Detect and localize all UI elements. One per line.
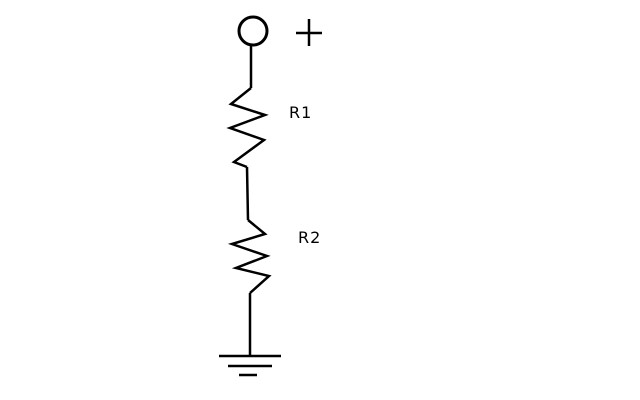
plus-sign-icon	[296, 19, 322, 46]
resistor-r2-icon	[227, 219, 272, 294]
ground-icon	[219, 354, 281, 377]
resistor-r1-label: R1	[289, 103, 312, 122]
resistor-r1-icon	[226, 87, 269, 169]
positive-terminal-icon	[237, 15, 269, 47]
resistor-r2-label: R2	[298, 228, 321, 247]
wire-middle	[245, 166, 250, 221]
